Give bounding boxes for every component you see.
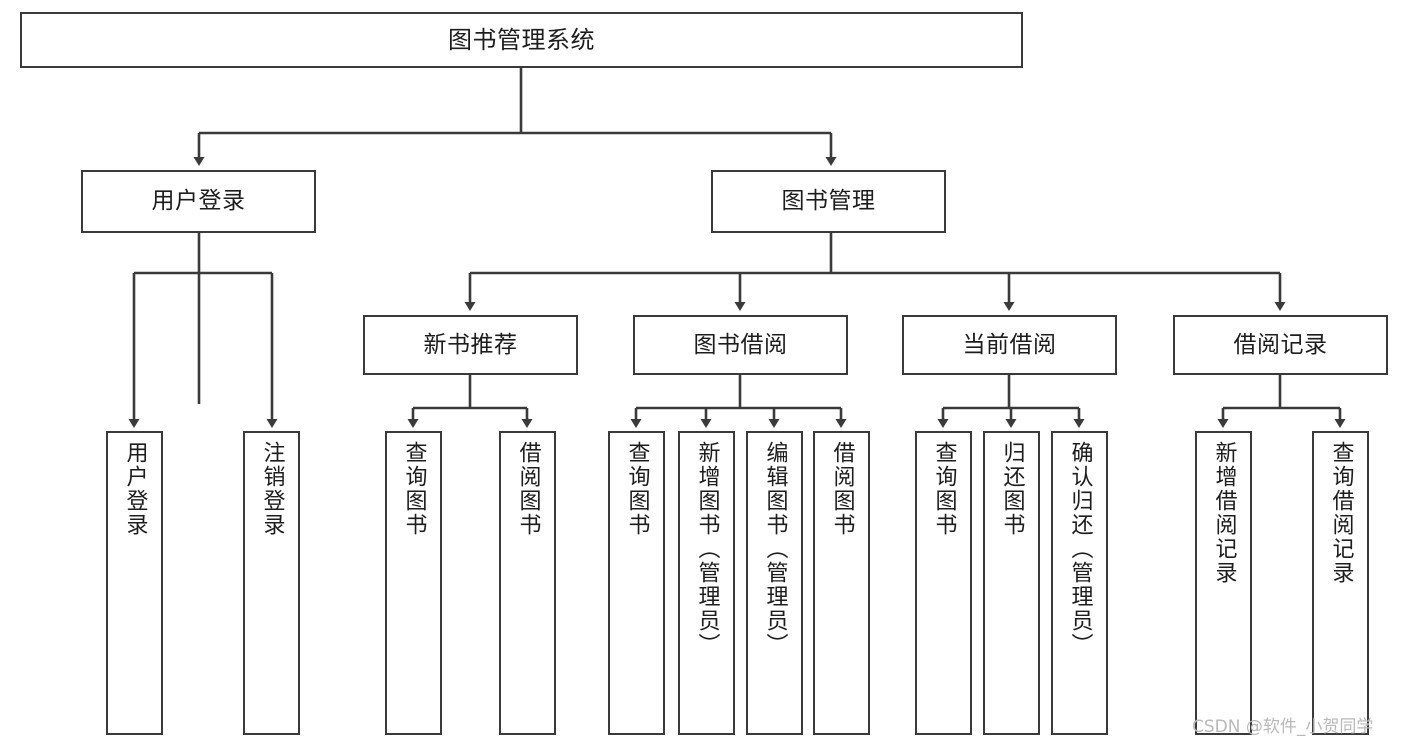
leaf-add-book-admin[interactable]: 新增图书（管理员） [678,431,735,735]
node-book-borrow-label: 图书借阅 [693,331,788,358]
leaf-query-book-recommend[interactable]: 查询图书 [385,431,442,735]
leaf-add-borrow-record-label: 新增借阅记录 [1211,441,1237,585]
leaf-borrow-book-label: 借阅图书 [829,441,855,537]
leaf-query-book-borrow-label: 查询图书 [624,441,650,537]
leaf-query-book-recommend-label: 查询图书 [401,441,427,537]
leaf-return-book[interactable]: 归还图书 [983,431,1040,735]
leaf-add-book-admin-label: 新增图书（管理员） [694,441,720,657]
leaf-query-book-current[interactable]: 查询图书 [915,431,972,735]
node-book-management[interactable]: 图书管理 [711,170,946,233]
node-user-login-label: 用户登录 [151,188,246,214]
leaf-borrow-book[interactable]: 借阅图书 [813,431,870,735]
leaf-confirm-return-admin-label: 确认归还（管理员） [1067,441,1093,657]
leaf-query-book-borrow[interactable]: 查询图书 [608,431,665,735]
node-user-login[interactable]: 用户登录 [81,170,316,233]
leaf-query-borrow-record[interactable]: 查询借阅记录 [1312,431,1369,735]
node-root[interactable]: 图书管理系统 [20,12,1023,68]
watermark: CSDN @软件_小贺同学 [1192,717,1374,737]
leaf-return-book-label: 归还图书 [999,441,1025,537]
leaf-query-book-current-label: 查询图书 [931,441,957,537]
node-borrow-record[interactable]: 借阅记录 [1173,315,1388,375]
leaf-borrow-book-recommend-label: 借阅图书 [515,441,541,537]
leaf-confirm-return-admin[interactable]: 确认归还（管理员） [1051,431,1108,735]
node-new-book-recommend-label: 新书推荐 [423,331,518,358]
node-current-borrow-label: 当前借阅 [962,331,1057,358]
leaf-edit-book-admin[interactable]: 编辑图书（管理员） [746,431,803,735]
node-borrow-record-label: 借阅记录 [1233,331,1328,358]
leaf-logout[interactable]: 注销登录 [243,431,300,735]
leaf-query-borrow-record-label: 查询借阅记录 [1328,441,1354,585]
leaf-user-login-label: 用户登录 [122,441,148,537]
node-new-book-recommend[interactable]: 新书推荐 [363,315,578,375]
leaf-logout-label: 注销登录 [259,441,285,537]
node-book-management-label: 图书管理 [781,188,876,214]
leaf-user-login[interactable]: 用户登录 [106,431,163,735]
leaf-borrow-book-recommend[interactable]: 借阅图书 [499,431,556,735]
node-book-borrow[interactable]: 图书借阅 [633,315,848,375]
node-root-label: 图书管理系统 [448,26,595,54]
leaf-add-borrow-record[interactable]: 新增借阅记录 [1195,431,1252,735]
leaf-edit-book-admin-label: 编辑图书（管理员） [762,441,788,657]
node-current-borrow[interactable]: 当前借阅 [902,315,1117,375]
